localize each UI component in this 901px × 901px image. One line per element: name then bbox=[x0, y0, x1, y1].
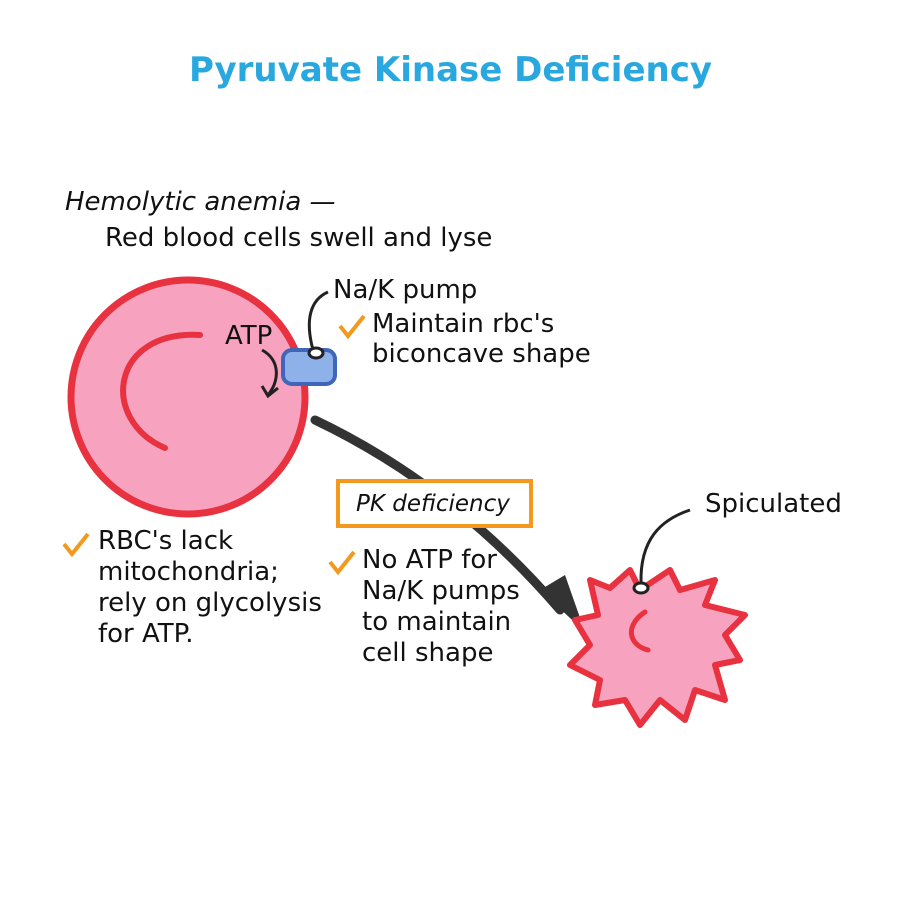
note-line: rely on glycolysis bbox=[98, 588, 322, 618]
check-icon bbox=[328, 550, 356, 576]
note-line: Na/K pumps bbox=[362, 576, 520, 606]
page-title: Pyruvate Kinase Deficiency bbox=[188, 50, 713, 90]
pump-leader-line bbox=[307, 290, 329, 351]
spiculated-rbc bbox=[567, 567, 748, 728]
heading-line2: Red blood cells swell and lyse bbox=[105, 223, 493, 253]
pk-note: No ATP for Na/K pumps to maintain cell s… bbox=[362, 545, 520, 669]
pump-note2: biconcave shape bbox=[372, 339, 591, 369]
pk-deficiency-box bbox=[336, 479, 533, 528]
atp-label: ATP bbox=[225, 321, 273, 351]
note-line: No ATP for bbox=[362, 545, 497, 575]
pump-label: Na/K pump bbox=[333, 275, 478, 305]
note-line: cell shape bbox=[362, 638, 494, 668]
pk-deficiency-label: PK deficiency bbox=[356, 491, 510, 517]
check-icon bbox=[62, 532, 90, 558]
normal-rbc bbox=[67, 276, 309, 518]
rbc-note: RBC's lack mitochondria; rely on glycoly… bbox=[98, 526, 322, 650]
check-icon bbox=[338, 314, 366, 340]
note-line: mitochondria; bbox=[98, 557, 279, 587]
note-line: RBC's lack bbox=[98, 526, 234, 556]
atp-arrow bbox=[261, 348, 278, 396]
heading-line1: Hemolytic anemia — bbox=[65, 187, 336, 217]
note-line: to maintain bbox=[362, 607, 512, 637]
note-line: for ATP. bbox=[98, 619, 194, 649]
pump-note1: Maintain rbc's bbox=[372, 309, 555, 339]
spiculated-label: Spiculated bbox=[705, 489, 842, 519]
